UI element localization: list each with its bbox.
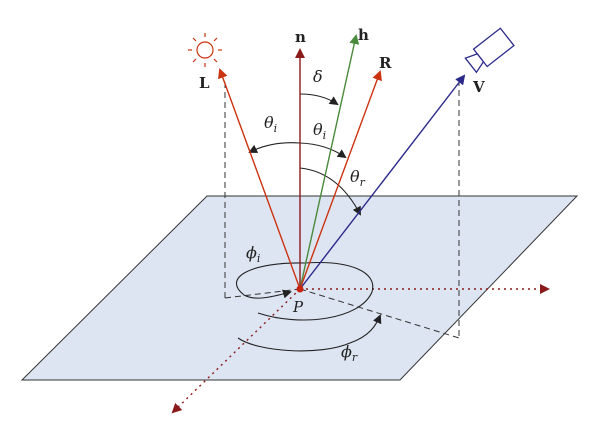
theta-i-right-label: θi bbox=[313, 120, 326, 142]
phi-arcs bbox=[236, 261, 382, 352]
camera-icon bbox=[464, 27, 515, 74]
light-label: L bbox=[199, 74, 210, 92]
phi-r-outer-arc bbox=[237, 314, 382, 352]
view-label: V bbox=[472, 78, 485, 96]
theta-r-arc bbox=[299, 167, 361, 216]
point-p-label: P bbox=[292, 298, 304, 316]
halfway-vector bbox=[299, 34, 360, 290]
theta-i-left-label: θi bbox=[264, 113, 277, 135]
reflect-label: R bbox=[379, 54, 392, 72]
sun-icon bbox=[188, 33, 222, 67]
phi-r-label: ϕr bbox=[341, 342, 358, 364]
delta-arc bbox=[299, 93, 339, 106]
reflect-vector bbox=[299, 70, 382, 290]
phi-i-label: ϕi bbox=[246, 243, 260, 265]
theta-i-left-arc bbox=[248, 142, 301, 153]
halfway-label: h bbox=[358, 26, 369, 44]
view-vector bbox=[299, 74, 466, 290]
theta-arcs bbox=[248, 93, 361, 216]
light-vector bbox=[218, 68, 301, 290]
phi-r-inner-arc bbox=[257, 261, 374, 321]
phi-i-arc bbox=[236, 262, 306, 299]
theta-i-right-arc bbox=[299, 142, 347, 159]
theta-r-label: θr bbox=[350, 167, 366, 189]
point-p-dot bbox=[296, 285, 304, 293]
normal-label: n bbox=[295, 28, 306, 46]
delta-label: δ bbox=[313, 67, 323, 86]
